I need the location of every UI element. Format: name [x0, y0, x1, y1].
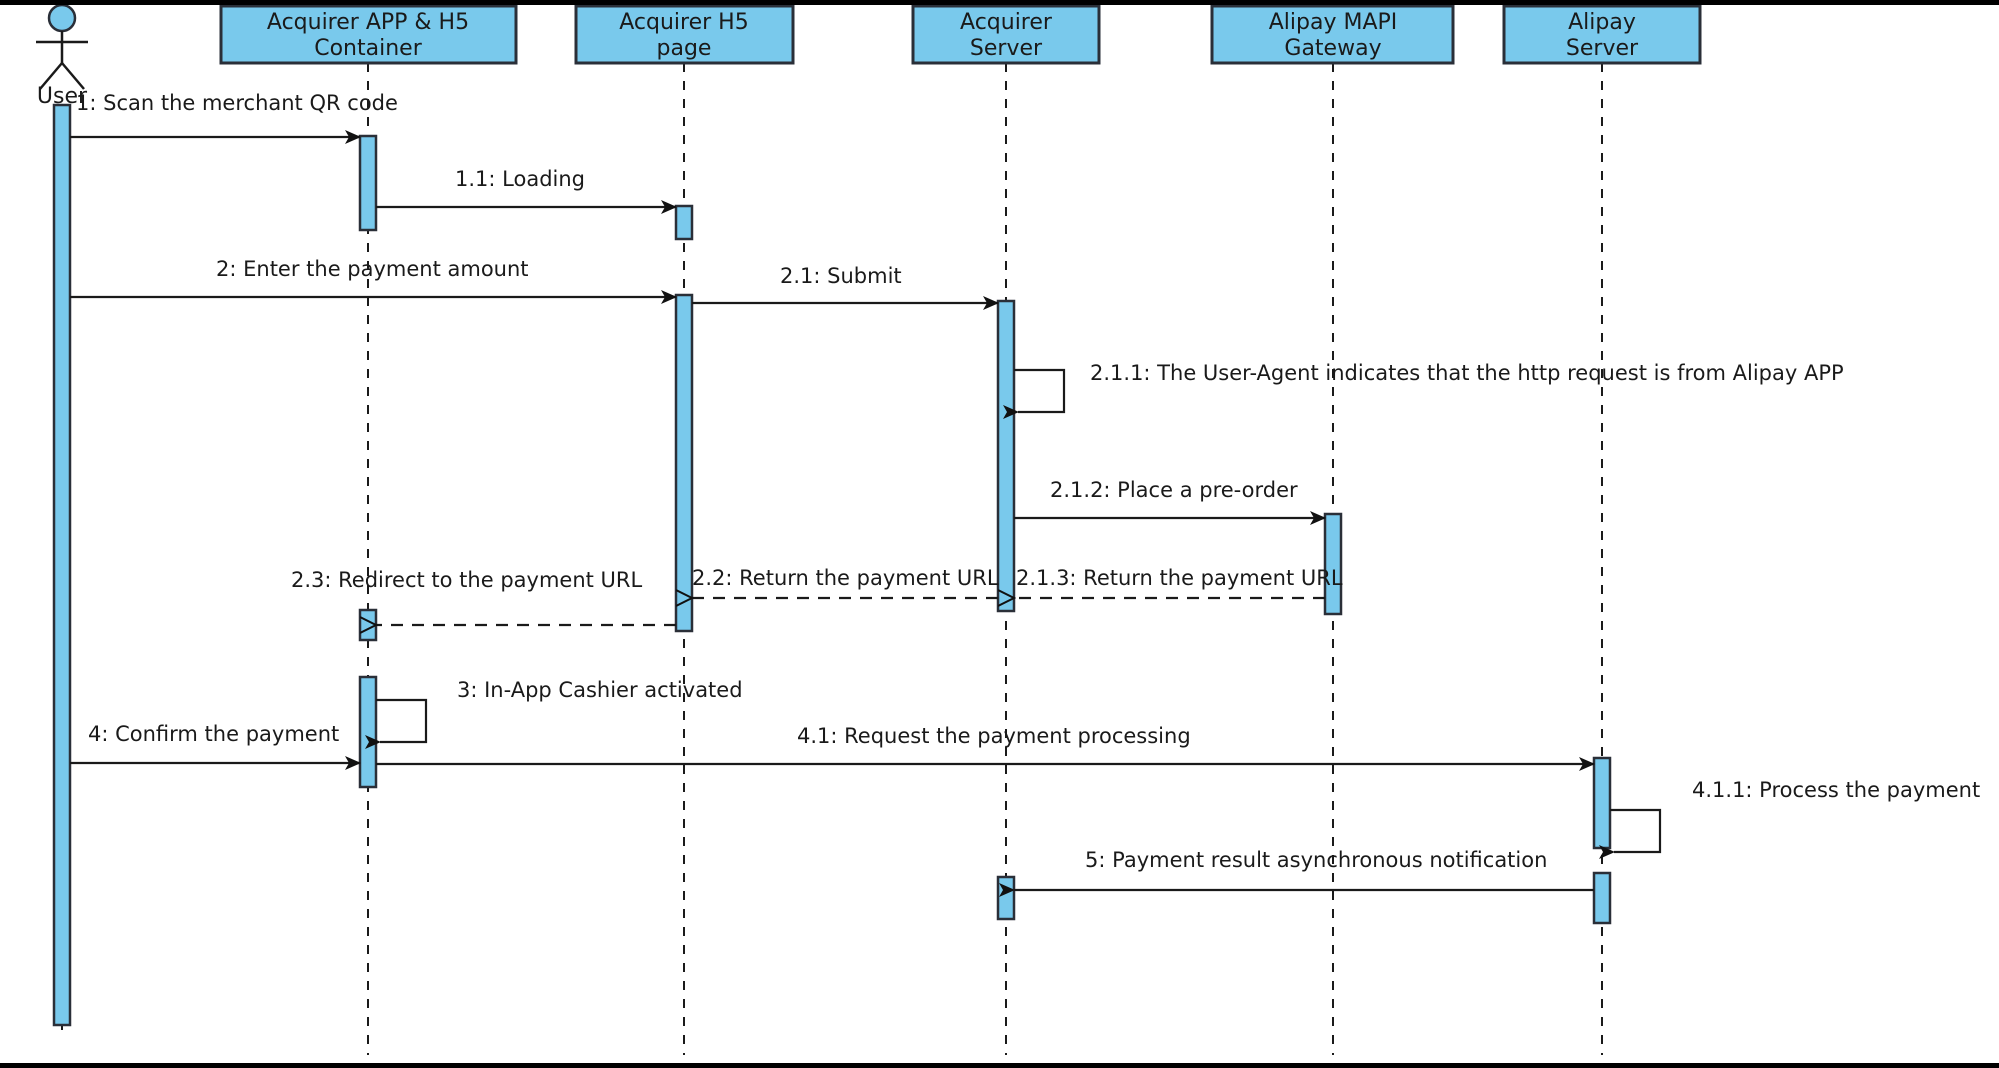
message-m3[interactable]	[365, 698, 428, 749]
participant-label-app-line1: Acquirer APP & H5	[267, 10, 469, 35]
message-label-m1_1: 1.1: Loading	[455, 167, 585, 191]
participant-box-mapi[interactable]	[1210, 4, 1455, 65]
self-message-arrow-m2_1_1	[1003, 368, 1066, 419]
message-label-m2_1_1: 2.1.1: The User-Agent indicates that the…	[1090, 361, 1844, 385]
participant-label-alipay-line2: Server	[1566, 36, 1639, 61]
activation-act-h5-2[interactable]	[674, 293, 694, 633]
message-label-m4: 4: Confirm the payment	[88, 722, 339, 746]
participant-label-alipay-line1: Alipay	[1568, 10, 1636, 35]
activation-act-app-1[interactable]	[358, 134, 378, 232]
bottom-border-bar	[0, 1063, 1999, 1068]
message-label-m2: 2: Enter the payment amount	[216, 257, 529, 281]
activation-act-app-3[interactable]	[358, 675, 378, 789]
participant-label-h5-line2: page	[657, 36, 712, 61]
participant-box-acqsrv[interactable]	[911, 4, 1101, 65]
participant-label-h5-line1: Acquirer H5	[619, 10, 748, 35]
activation-act-alipay-1[interactable]	[1592, 756, 1612, 850]
message-label-m3: 3: In-App Cashier activated	[457, 678, 743, 702]
top-border-bar	[0, 0, 1999, 5]
message-label-m2_3: 2.3: Redirect to the payment URL	[291, 568, 643, 592]
participant-label-mapi-line1: Alipay MAPI	[1269, 10, 1398, 35]
participant-label-app-line2: Container	[314, 36, 422, 61]
participant-label-acqsrv-line2: Server	[970, 36, 1043, 61]
participant-box-app[interactable]	[219, 4, 518, 65]
participant-label-acqsrv-line1: Acquirer	[960, 10, 1053, 35]
self-message-arrow-m4_1_1	[1599, 808, 1662, 859]
message-label-m2_1_3: 2.1.3: Return the payment URL	[1016, 566, 1343, 590]
message-m4_1_1[interactable]	[1599, 808, 1662, 859]
message-label-m2_2: 2.2: Return the payment URL	[692, 566, 999, 590]
message-label-m4_1_1: 4.1.1: Process the payment	[1692, 778, 1980, 802]
activation-act-user[interactable]	[52, 103, 72, 1027]
participant-box-alipay[interactable]	[1502, 4, 1702, 65]
message-label-m2_1: 2.1: Submit	[780, 264, 902, 288]
self-message-arrow-m3	[365, 698, 428, 749]
activation-act-acqsrv-2[interactable]	[996, 875, 1016, 921]
user-right-leg-line	[61, 62, 85, 90]
activation-act-alipay-2[interactable]	[1592, 871, 1612, 925]
participant-label-mapi-line2: Gateway	[1284, 36, 1381, 61]
user-head-icon	[47, 3, 77, 33]
user-left-leg-line	[39, 62, 63, 90]
message-label-m2_1_2: 2.1.2: Place a pre-order	[1050, 478, 1298, 502]
actor-user[interactable]: User	[36, 3, 88, 109]
message-label-m1: 1: Scan the merchant QR code	[76, 91, 398, 115]
activation-act-app-2[interactable]	[358, 608, 378, 642]
participant-box-h5[interactable]	[574, 4, 795, 65]
message-label-m4_1: 4.1: Request the payment processing	[797, 724, 1191, 748]
activation-act-h5-1[interactable]	[674, 204, 694, 241]
message-m2_1_1[interactable]	[1003, 368, 1066, 419]
activation-act-mapi-1[interactable]	[1323, 512, 1343, 616]
message-label-m5: 5: Payment result asynchronous notificat…	[1085, 848, 1547, 872]
activation-act-acqsrv-1[interactable]	[996, 299, 1016, 613]
